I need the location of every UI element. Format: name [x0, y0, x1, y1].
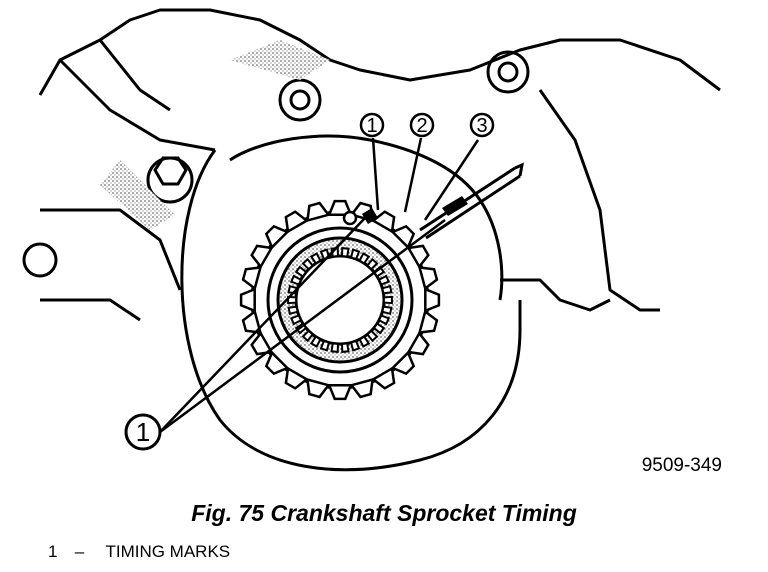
hub-spline: [340, 247, 350, 258]
crankshaft-sprocket: [239, 199, 441, 401]
hub-spline: [381, 284, 393, 295]
hub-spline: [366, 257, 379, 271]
sprocket-tooth: [417, 309, 439, 334]
legend-number: 1: [48, 542, 58, 561]
sprocket-tooth: [390, 224, 416, 250]
figure-caption: Fig. 75 Crankshaft Sprocket Timing: [191, 500, 577, 526]
sprocket-tooth: [417, 266, 439, 291]
hub-spline: [358, 335, 371, 348]
hub-spline: [330, 342, 340, 353]
hub-spline: [301, 257, 314, 271]
svg-text:2: 2: [416, 115, 427, 137]
hub-spline: [301, 329, 314, 343]
callout-2-top: 2: [409, 112, 435, 138]
callout-1-bottom: 1: [124, 413, 162, 451]
svg-text:1: 1: [136, 417, 150, 447]
hub-spline: [382, 295, 393, 305]
hub-spline: [377, 314, 391, 326]
sprocket-tooth: [390, 350, 416, 376]
sprocket-tooth: [306, 201, 331, 223]
hub-spline: [309, 252, 322, 265]
hub-spline: [309, 335, 322, 348]
legend-dash: –: [74, 542, 85, 561]
sprocket-tooth: [284, 366, 309, 390]
legend-item: 1 – TIMING MARKS: [48, 542, 230, 562]
crankshaft-sprocket-drawing: 1 2 3 1 9509-349: [22, 8, 722, 476]
legend: 1 – TIMING MARKS: [48, 542, 230, 562]
sprocket-tooth: [264, 350, 290, 376]
pointer-rod: [419, 162, 524, 240]
hub-spline: [366, 329, 379, 343]
svg-text:1: 1: [366, 115, 377, 137]
callout-3-top: 3: [469, 112, 495, 138]
sprocket-tooth: [371, 210, 396, 234]
leader-lines: [159, 137, 480, 434]
hub-spline: [372, 322, 386, 335]
svg-text:3: 3: [476, 115, 487, 137]
hub-spline: [358, 252, 371, 265]
callout-1-top: 1: [359, 112, 385, 138]
hub-spline: [377, 274, 391, 286]
sprocket-tooth: [239, 287, 256, 313]
sprocket-tooth: [371, 366, 396, 390]
sprocket-tooth: [250, 244, 274, 269]
legend-label: TIMING MARKS: [105, 542, 231, 561]
hub-spline: [294, 265, 308, 278]
sprocket-tooth: [264, 224, 290, 250]
hub-spline: [287, 305, 299, 316]
hub-spline: [289, 274, 303, 286]
hub-spline: [349, 248, 361, 261]
sprocket-tooth: [250, 331, 274, 356]
sprocket-tooth: [284, 210, 309, 234]
sprocket-tooth: [306, 377, 331, 399]
sprocket-tooth: [327, 384, 353, 401]
hub-spline: [340, 342, 350, 353]
sprocket-tooth: [406, 331, 430, 356]
hub-spline: [319, 339, 331, 352]
hub-spline: [349, 339, 361, 352]
housing-shading: [100, 40, 330, 230]
sprocket-tooth: [241, 266, 263, 291]
figure-code: 9509-349: [642, 455, 722, 476]
sprocket-tooth: [424, 287, 441, 313]
sprocket-tooth: [406, 244, 430, 269]
hub-spline: [289, 314, 303, 326]
hub-spline: [381, 305, 393, 316]
sprocket-tooth: [241, 309, 263, 334]
sprocket-tooth: [349, 377, 374, 399]
